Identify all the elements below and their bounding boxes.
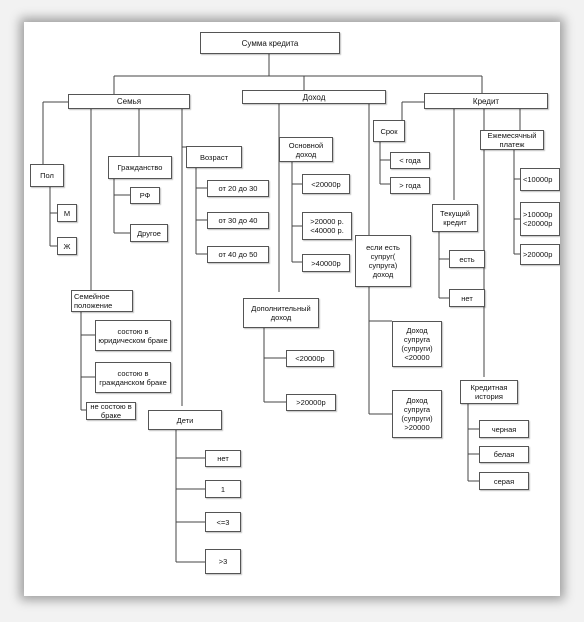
term-gt-year-node: > года <box>390 177 430 194</box>
children-one-node: 1 <box>205 480 241 498</box>
marital-single-node: не состою в браке <box>86 402 136 420</box>
monthly-payment-node: Ежемесячный платеж <box>480 130 544 150</box>
credit-node: Кредит <box>424 93 548 109</box>
extra-income-node: Дополнительный доход <box>243 298 319 328</box>
current-credit-no-node: нет <box>449 289 485 307</box>
monthly-lt10000-node: <10000р <box>520 168 560 191</box>
term-node: Срок <box>373 120 405 142</box>
age-node: Возраст <box>186 146 242 168</box>
marital-legal-node: состою в юридическом браке <box>95 320 171 351</box>
history-black-node: черная <box>479 420 529 438</box>
age-40-50-node: от 40 до 50 <box>207 246 269 263</box>
gender-node: Пол <box>30 164 64 187</box>
connector-lines <box>42 54 521 563</box>
citizenship-rf-node: РФ <box>130 187 160 204</box>
credit-history-node: Кредитная история <box>460 380 518 404</box>
term-lt-year-node: < года <box>390 152 430 169</box>
spouse-income-lt20000-node: Доход супруга (супруги) <20000 <box>392 321 442 367</box>
current-credit-node: Текущий кредит <box>432 204 478 232</box>
children-node: Дети <box>148 410 222 430</box>
spouse-income-node: если есть супруг( супруга) доход <box>355 235 411 287</box>
children-none-node: нет <box>205 450 241 467</box>
children-gt3-node: >3 <box>205 549 241 574</box>
marital-civil-node: состою в гражданском браке <box>95 362 171 393</box>
history-white-node: белая <box>479 446 529 463</box>
main-income-lt20000-node: <20000р <box>302 174 350 194</box>
gender-female-node: Ж <box>57 237 77 255</box>
extra-income-gt20000-node: >20000р <box>286 394 336 411</box>
income-node: Доход <box>242 90 386 104</box>
age-30-40-node: от 30 до 40 <box>207 212 269 229</box>
family-node: Семья <box>68 94 190 109</box>
history-grey-node: серая <box>479 472 529 490</box>
main-income-gt40000-node: >40000р <box>302 254 350 272</box>
monthly-10000-20000-node: >10000р <20000р <box>520 202 560 236</box>
monthly-gt20000-node: >20000р <box>520 244 560 265</box>
diagram-canvas: Сумма кредита Семья Пол М Ж Гражданство … <box>24 22 560 596</box>
spouse-income-gt20000-node: Доход супруга (супруги) >20000 <box>392 390 442 438</box>
root-node: Сумма кредита <box>200 32 340 54</box>
main-income-node: Основной доход <box>279 137 333 162</box>
gender-male-node: М <box>57 204 77 222</box>
extra-income-lt20000-node: <20000р <box>286 350 334 367</box>
citizenship-other-node: Другое <box>130 224 168 242</box>
citizenship-node: Гражданство <box>108 156 172 179</box>
current-credit-yes-node: есть <box>449 250 485 268</box>
main-income-20000-40000-node: >20000 р. <40000 р. <box>302 212 352 240</box>
marital-status-node: Семейное положение <box>71 290 133 312</box>
children-lte3-node: <=3 <box>205 512 241 532</box>
age-20-30-node: от 20 до 30 <box>207 180 269 197</box>
